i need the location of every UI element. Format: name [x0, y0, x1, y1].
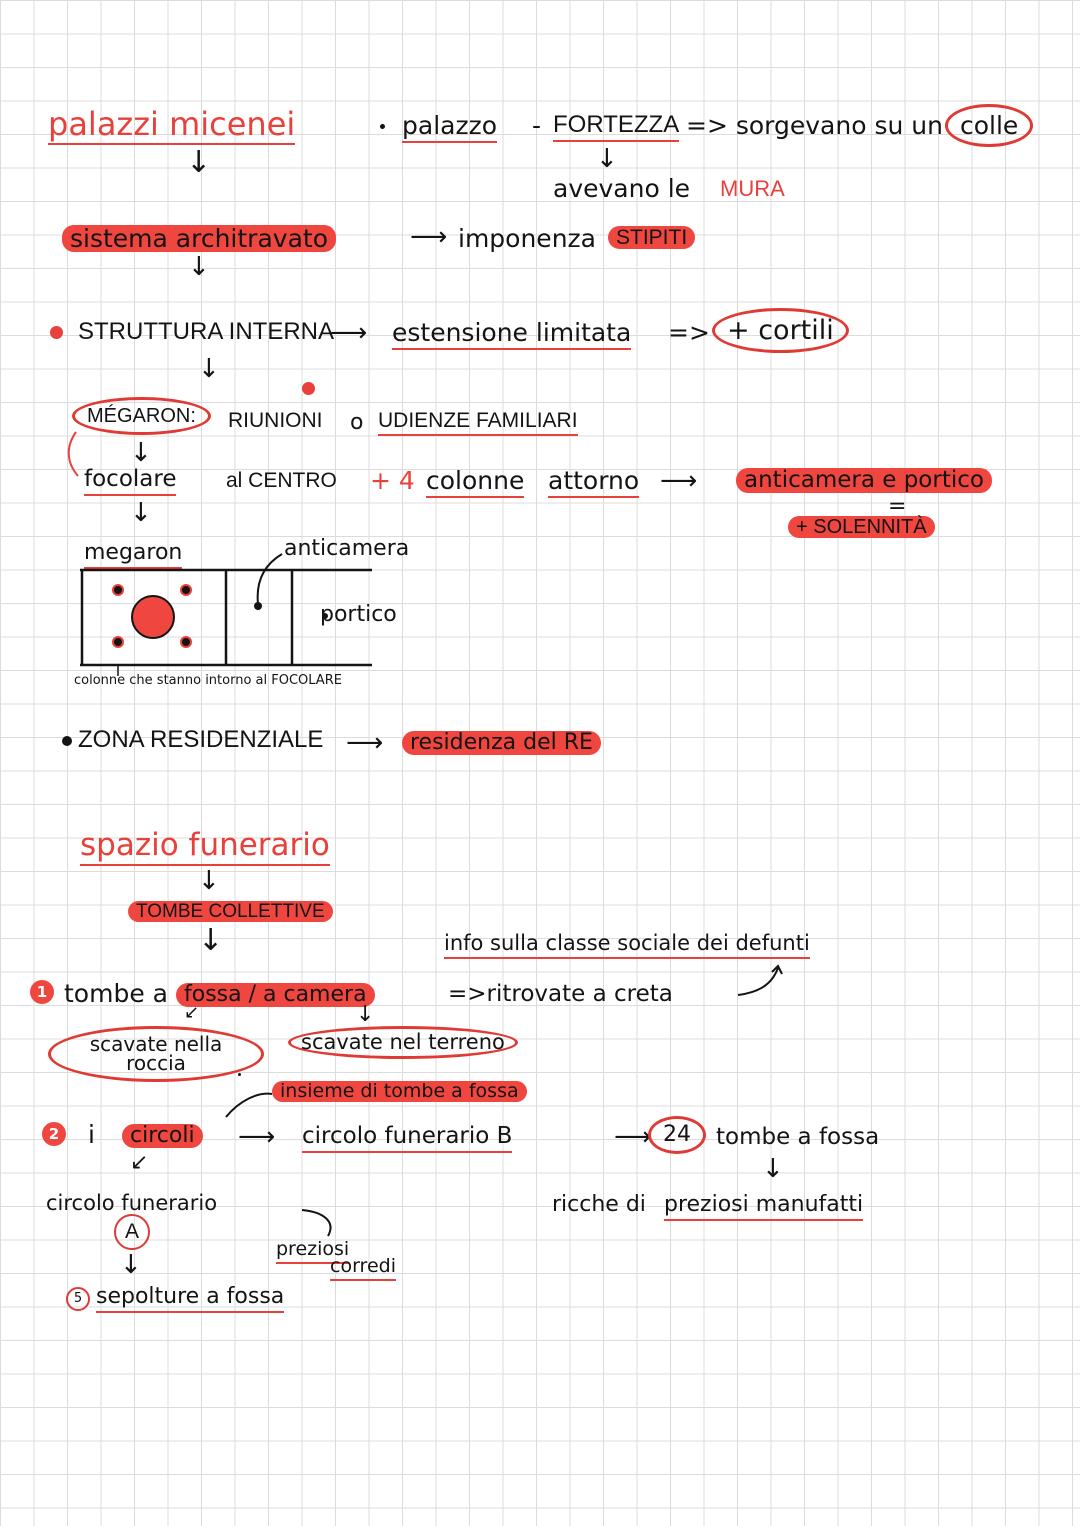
- arrow-right-icon: ⟶: [238, 1122, 276, 1152]
- preziosi-manufatti-text: preziosi manufatti: [664, 1194, 864, 1221]
- title-spazio: spazio funerario: [80, 830, 330, 866]
- anticamera-label: anticamera: [284, 536, 410, 561]
- imponenza-text: imponenza: [458, 224, 596, 253]
- insieme-highlight: insieme di tombe a fossa: [272, 1081, 527, 1102]
- al-centro-text: al CENTRO: [226, 469, 337, 492]
- arrow-down-icon: ↓: [130, 438, 152, 468]
- focolare-text: focolare: [84, 468, 177, 496]
- info-text: info sulla classe sociale dei defunti: [444, 933, 810, 959]
- anticamera-portico-highlight: anticamera e portico: [736, 468, 992, 493]
- portico-dot: [322, 613, 328, 619]
- implies-icon: =>: [668, 318, 710, 347]
- tombe-fossa-text: tombe a fossa: [716, 1124, 880, 1150]
- number-badge: 2: [42, 1122, 66, 1146]
- column-dot: [180, 584, 192, 596]
- arrow-right-icon: ⟶: [410, 222, 448, 252]
- udienze-text: UDIENZE FAMILIARI: [378, 410, 578, 436]
- title-palazzi: palazzi micenei: [48, 105, 296, 145]
- megaron-label: megaron: [84, 542, 183, 569]
- arrow-down-icon: ↓: [186, 145, 212, 180]
- arrow-down-icon: ↓: [188, 252, 210, 282]
- megaron-bracket: [67, 431, 79, 477]
- info-pointer: [737, 967, 779, 996]
- ritrovate-text: =>ritrovate a creta: [448, 981, 673, 1007]
- column-dot: [112, 636, 124, 648]
- sistema-highlight: sistema architravato: [62, 225, 336, 252]
- dot: [238, 1073, 241, 1076]
- diagram-caption: colonne che stanno intorno al FOCOLARE: [74, 673, 342, 688]
- arrow-down-icon: ↓: [130, 498, 152, 528]
- equals-text: =: [888, 494, 907, 519]
- dash: -: [532, 111, 542, 140]
- bullet-dot: [50, 326, 63, 339]
- column-dot: [112, 584, 124, 596]
- stipiti-highlight: STIPITI: [608, 226, 696, 249]
- preziosi-text: preziosi: [276, 1240, 350, 1264]
- estensione-text: estensione limitata: [392, 320, 632, 350]
- colle-circled: colle: [945, 104, 1034, 147]
- fortezza-text: FORTEZZA: [553, 113, 680, 142]
- arrow-down-icon: ↓: [356, 1002, 375, 1027]
- circolo-a-text: circolo funerario: [46, 1191, 218, 1215]
- tombe-a-text: tombe a: [64, 979, 168, 1008]
- number-badge: 5: [66, 1287, 90, 1311]
- arrow-down-icon: ↓: [596, 144, 618, 174]
- circoli-pointer: [225, 1092, 273, 1118]
- preziosi-pointer: [301, 1209, 332, 1237]
- red-dot: [302, 382, 315, 395]
- n24-circled: 24: [648, 1116, 706, 1154]
- riunioni-text: RIUNIONI: [228, 409, 323, 432]
- bullet-dot: [62, 736, 72, 746]
- a-circled: A: [114, 1214, 150, 1250]
- arrow-down-left-icon: ↙: [184, 1002, 200, 1023]
- arrow-right-icon: ⟶: [346, 728, 384, 758]
- arrow-down-left-icon: ↙: [130, 1150, 149, 1175]
- bullet-dot: [380, 124, 385, 129]
- arrow-down-icon: ↓: [198, 866, 220, 896]
- cortili-circled: + cortili: [712, 308, 849, 353]
- arrow-right-icon: ⟶: [660, 466, 698, 496]
- avevano-text: avevano le: [553, 174, 691, 203]
- scavate-roccia-circled: scavate nella roccia: [48, 1026, 264, 1082]
- scavate-terreno-circled: scavate nel terreno: [288, 1026, 518, 1059]
- struttura-label: STRUTTURA INTERNA: [78, 318, 335, 345]
- megaron-circled: MÉGARON:: [72, 397, 211, 435]
- megaron-plan: [80, 568, 372, 667]
- o-text: o: [350, 410, 364, 435]
- number-badge: 1: [30, 980, 54, 1004]
- solennita-highlight: + SOLENNITÀ: [788, 516, 935, 538]
- corredi-text: corredi: [330, 1257, 396, 1281]
- portico-label: portico: [320, 602, 397, 627]
- ricche-text: ricche di: [552, 1192, 646, 1217]
- fossa-camera-highlight: fossa / a camera: [176, 983, 375, 1007]
- arrow-down-icon: ↓: [198, 354, 220, 384]
- plus-four-text: + 4: [370, 466, 415, 495]
- residenza-highlight: residenza del RE: [402, 731, 601, 755]
- circolo-b-text: circolo funerario B: [302, 1125, 513, 1153]
- attorno-text: attorno: [548, 468, 640, 498]
- arrow-right-icon: ⟶: [614, 1122, 652, 1152]
- sorgevano-text: => sorgevano su un: [686, 111, 943, 140]
- arrow-down-icon: ↓: [198, 923, 224, 958]
- palazzo-text: palazzo: [402, 113, 497, 143]
- i-text: i: [88, 1120, 95, 1149]
- anticamera-pointer: [256, 553, 283, 605]
- circoli-highlight: circoli: [122, 1124, 203, 1148]
- mura-text: MURA: [720, 176, 785, 201]
- arrow-down-icon: ↓: [762, 1154, 784, 1184]
- column-dot: [180, 636, 192, 648]
- arrow-right-icon: ⟶: [330, 318, 368, 348]
- sepolture-text: sepolture a fossa: [96, 1286, 285, 1313]
- colonne-text: colonne: [426, 468, 525, 498]
- tombe-collettive-highlight: TOMBE COLLETTIVE: [128, 901, 333, 922]
- zona-label: ZONA RESIDENZIALE: [78, 726, 324, 753]
- focolare-circle: [131, 595, 175, 639]
- arrow-down-icon: ↓: [120, 1250, 142, 1280]
